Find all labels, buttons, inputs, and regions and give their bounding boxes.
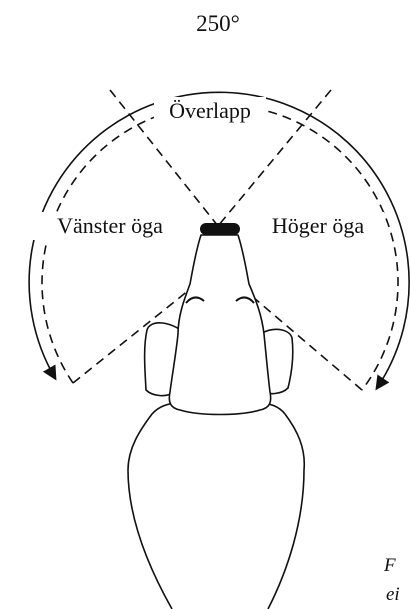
vision-boundary-lines bbox=[72, 89, 363, 391]
horse-nose bbox=[200, 223, 240, 235]
left-eye-icon bbox=[185, 296, 205, 304]
angle-label: 250° bbox=[196, 11, 240, 36]
horse-eyes bbox=[185, 296, 255, 304]
vision-range-arc bbox=[28, 91, 410, 391]
overlap-label-bg bbox=[154, 97, 266, 125]
right-blind-boundary bbox=[239, 285, 363, 391]
right-eye-icon bbox=[235, 296, 255, 304]
left-blind-boundary bbox=[72, 281, 200, 384]
horse-body bbox=[127, 402, 306, 609]
horse-outline bbox=[127, 234, 306, 609]
right-eye-label-bg bbox=[254, 212, 384, 240]
horse-right-ear bbox=[261, 328, 294, 395]
horse-head bbox=[168, 234, 272, 416]
caption-fragment-1: F bbox=[383, 555, 396, 576]
left-eye-label: Vänster öga bbox=[57, 213, 163, 238]
overlap-label: Överlapp bbox=[169, 98, 251, 123]
left-eye-label-bg bbox=[29, 212, 192, 240]
right-eye-label: Höger öga bbox=[272, 213, 364, 238]
caption-fragment-2: ei bbox=[386, 584, 400, 605]
